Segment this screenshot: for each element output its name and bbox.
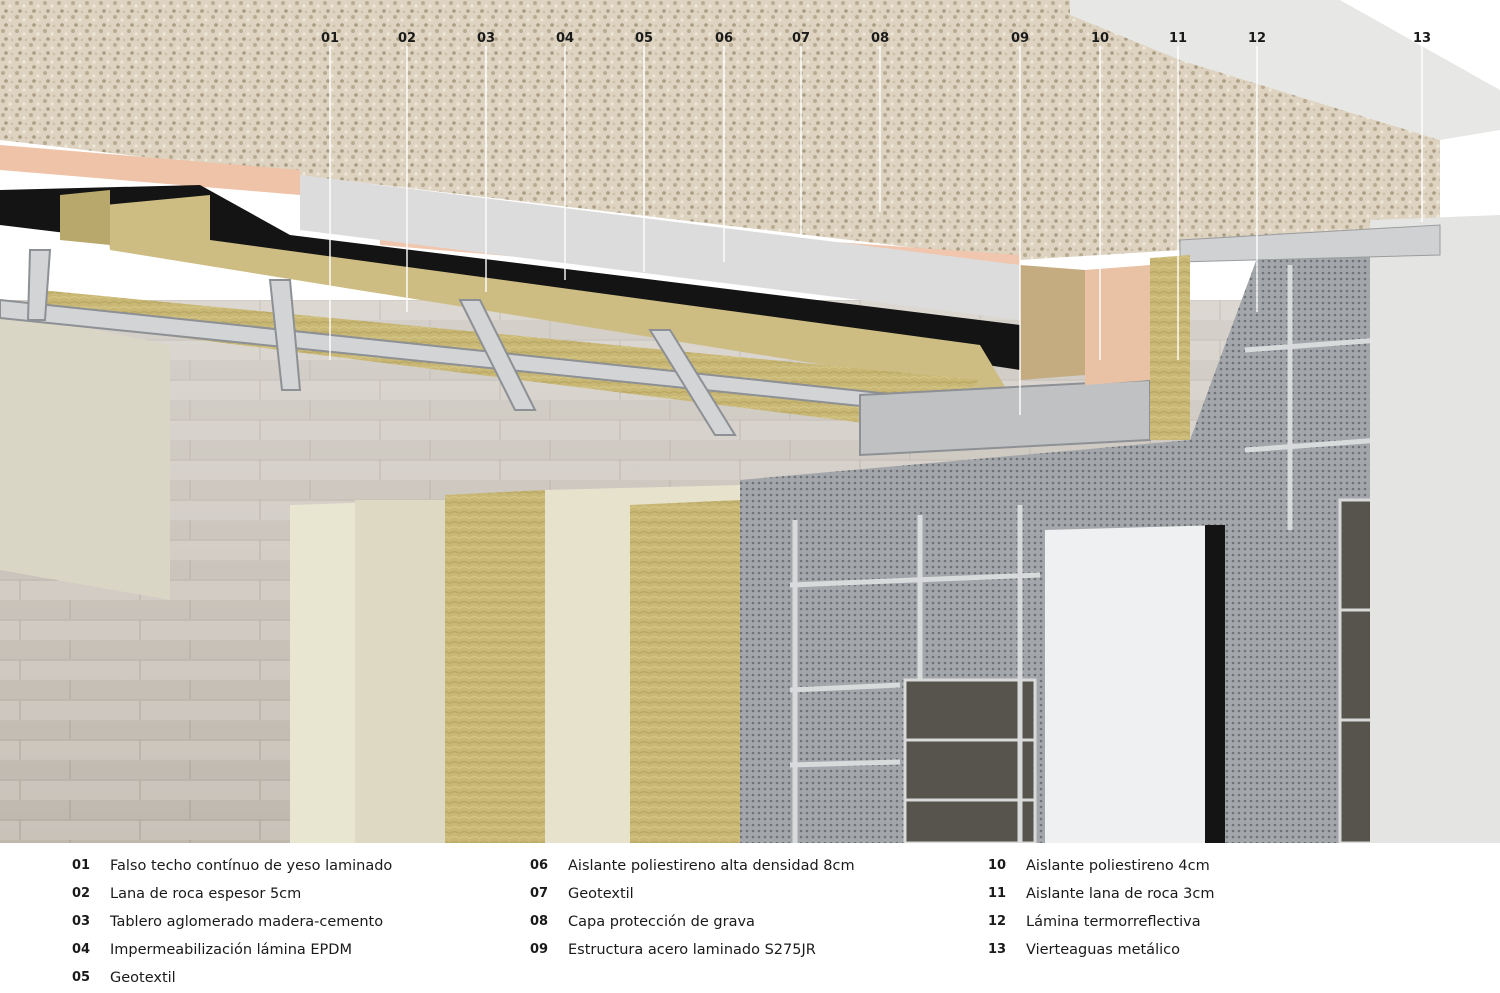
legend-number: 13 [988,942,1007,957]
callout-number-04: 04 [556,31,574,46]
legend-text: Geotextil [110,970,176,986]
metal-flashing [1179,224,1441,263]
legend-text: Falso techo contínuo de yeso laminado [110,858,393,874]
legend-number: 08 [530,914,549,929]
callout-number-11: 11 [1169,31,1187,46]
legend-number: 12 [988,914,1007,929]
legend-text: Estructura acero laminado S275JR [568,942,816,958]
legend-text: Aislante lana de roca 3cm [1026,886,1215,902]
legend-number: 02 [72,886,91,901]
legend-text: Lana de roca espesor 5cm [110,886,302,902]
legend-number: 11 [988,886,1007,901]
legend-number: 01 [72,858,91,873]
legend-text: Aislante poliestireno 4cm [1026,858,1210,874]
legend-text: Lámina termorreflectiva [1026,914,1201,930]
legend-text: Aislante poliestireno alta densidad 8cm [568,858,855,874]
legend-number: 09 [530,942,549,957]
legend-number: 06 [530,858,549,873]
legend-number: 03 [72,914,91,929]
legend-text: Impermeabilización lámina EPDM [110,942,352,958]
parapet-wall [1370,215,1500,843]
legend-number: 04 [72,942,91,957]
callout-number-08: 08 [871,31,889,46]
legend-text: Vierteaguas metálico [1026,942,1180,958]
gravel-layer [0,0,1440,260]
callout-number-07: 07 [792,31,810,46]
callout-number-03: 03 [477,31,495,46]
callout-number-06: 06 [715,31,733,46]
legend: 01 Falso techo contínuo de yeso laminado… [0,843,1500,993]
callout-number-02: 02 [398,31,416,46]
metal-profile-grid [789,265,1381,843]
steel-joists [0,249,901,436]
callout-number-01: 01 [321,31,339,46]
wood-cement-board [105,195,1010,395]
interior-wall [0,310,170,600]
callout-leader-lines [329,46,1423,415]
callout-number-05: 05 [635,31,653,46]
legend-number: 10 [988,858,1007,873]
callout-number-12: 12 [1248,31,1266,46]
legend-text: Tablero aglomerado madera-cemento [110,914,384,930]
geotextile-layer [300,175,1020,320]
callout-number-13: 13 [1413,31,1431,46]
callout-number-10: 10 [1091,31,1109,46]
callout-number-labels: 01 02 03 04 05 06 07 08 09 10 11 12 13 [321,31,1431,46]
callout-number-09: 09 [1011,31,1029,46]
legend-text: Capa protección de grava [568,914,755,930]
roof-wall-section-render: 01 02 03 04 05 06 07 08 09 10 11 12 13 [0,0,1500,843]
wall-rock-wool [445,490,545,843]
window-opening [1045,525,1225,843]
legend-text: Geotextil [568,886,634,902]
legend-number: 05 [72,970,91,985]
legend-number: 07 [530,886,549,901]
